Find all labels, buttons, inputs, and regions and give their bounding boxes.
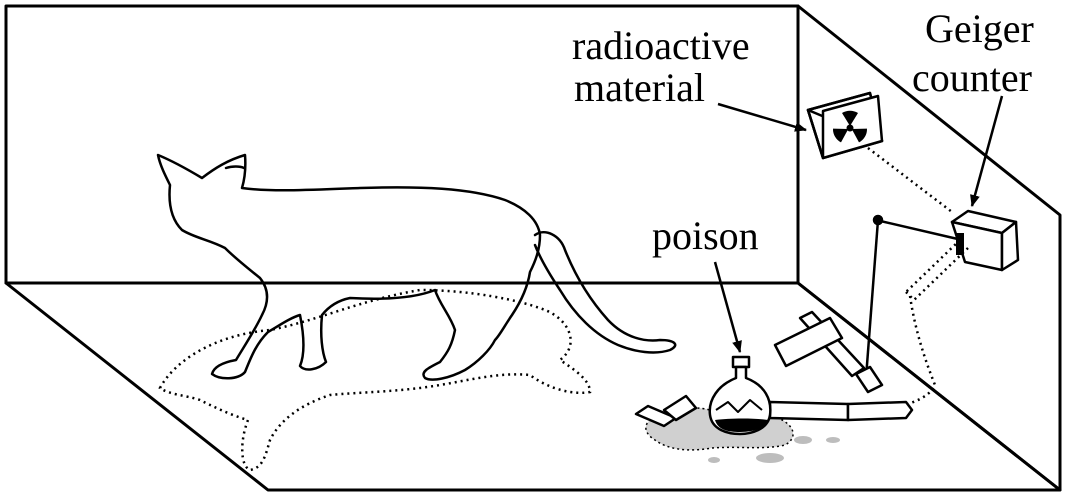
box-outline <box>4 4 1062 492</box>
radiation-trefoil-icon <box>833 110 867 143</box>
geiger-counter-box-icon <box>950 209 1020 272</box>
radioactive-box <box>806 91 884 160</box>
spill-drop <box>826 437 840 443</box>
radioactive-label-line2: material <box>574 65 706 110</box>
cat-shadow <box>158 288 592 472</box>
poison-arrow <box>713 261 742 353</box>
geiger-to-mechanism-dotted-line <box>904 239 969 407</box>
spill-drop <box>756 453 784 463</box>
spill-drop <box>794 436 812 444</box>
spill-drop <box>708 457 720 463</box>
geiger-label-line2: counter <box>912 55 1032 100</box>
geiger-arrow <box>970 95 1004 207</box>
poison-flask-icon <box>708 355 772 436</box>
box-right-wall <box>796 4 1062 492</box>
geiger-label-line1: Geiger <box>925 6 1034 51</box>
box-floor <box>4 281 1062 492</box>
source-to-geiger-dotted-line <box>867 147 953 213</box>
poison-label: poison <box>652 213 759 258</box>
hammer-icon <box>773 214 963 394</box>
radioactive-label-line1: radioactive <box>572 23 750 68</box>
broken-tube <box>634 394 914 428</box>
radioactive-arrow <box>717 102 807 132</box>
cat-silhouette-icon <box>156 153 677 381</box>
